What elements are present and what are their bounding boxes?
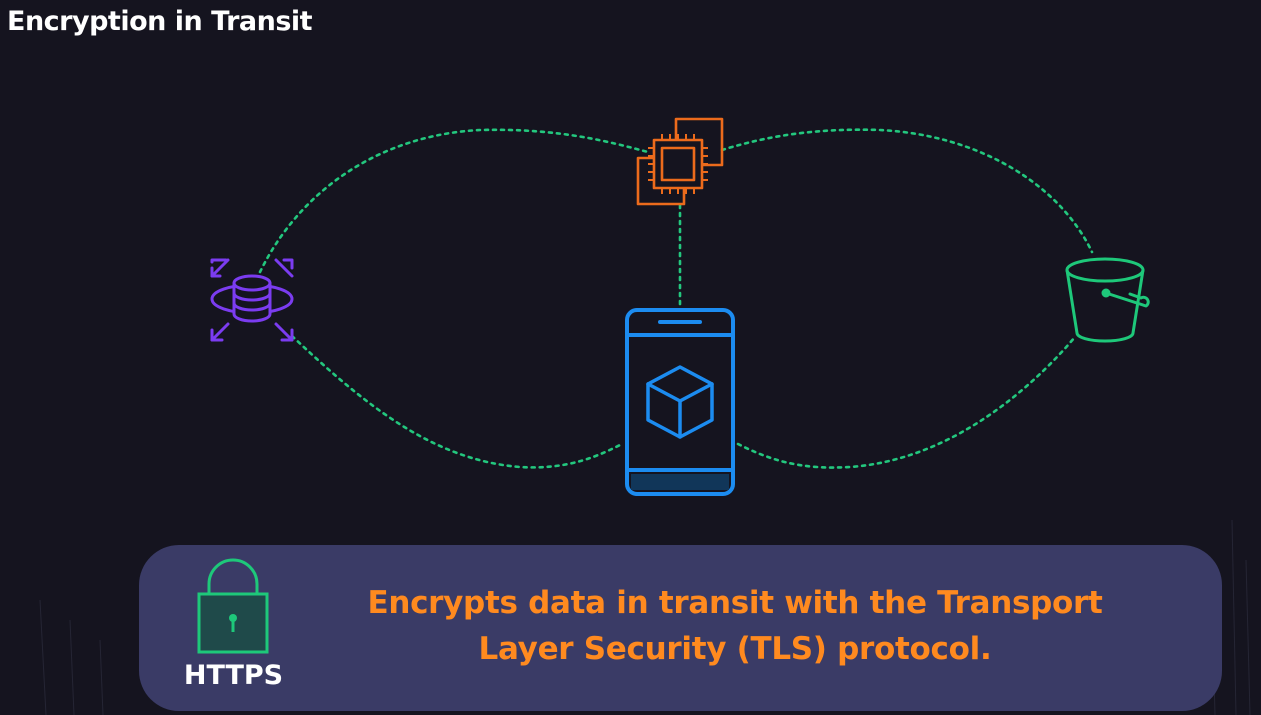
banner-description: Encrypts data in transit with the Transp… — [330, 580, 1140, 672]
compute-chip-icon — [636, 117, 724, 206]
connection-database-to-mobile — [290, 334, 624, 469]
connection-mobile-to-bucket — [736, 335, 1077, 469]
banner-description-line-1: Encrypts data in transit with the Transp… — [367, 585, 1103, 621]
mobile-app-icon — [625, 308, 735, 496]
connection-compute-to-bucket — [720, 128, 1094, 254]
info-banner — [139, 545, 1222, 711]
banner-description-line-2: Layer Security (TLS) protocol. — [478, 631, 992, 667]
lock-icon — [197, 558, 269, 654]
connection-database-to-compute — [258, 128, 650, 274]
slide-title: Encryption in Transit — [7, 6, 313, 37]
https-label: HTTPS — [183, 660, 284, 691]
database-scale-icon — [210, 258, 294, 342]
storage-bucket-icon — [1065, 257, 1150, 343]
